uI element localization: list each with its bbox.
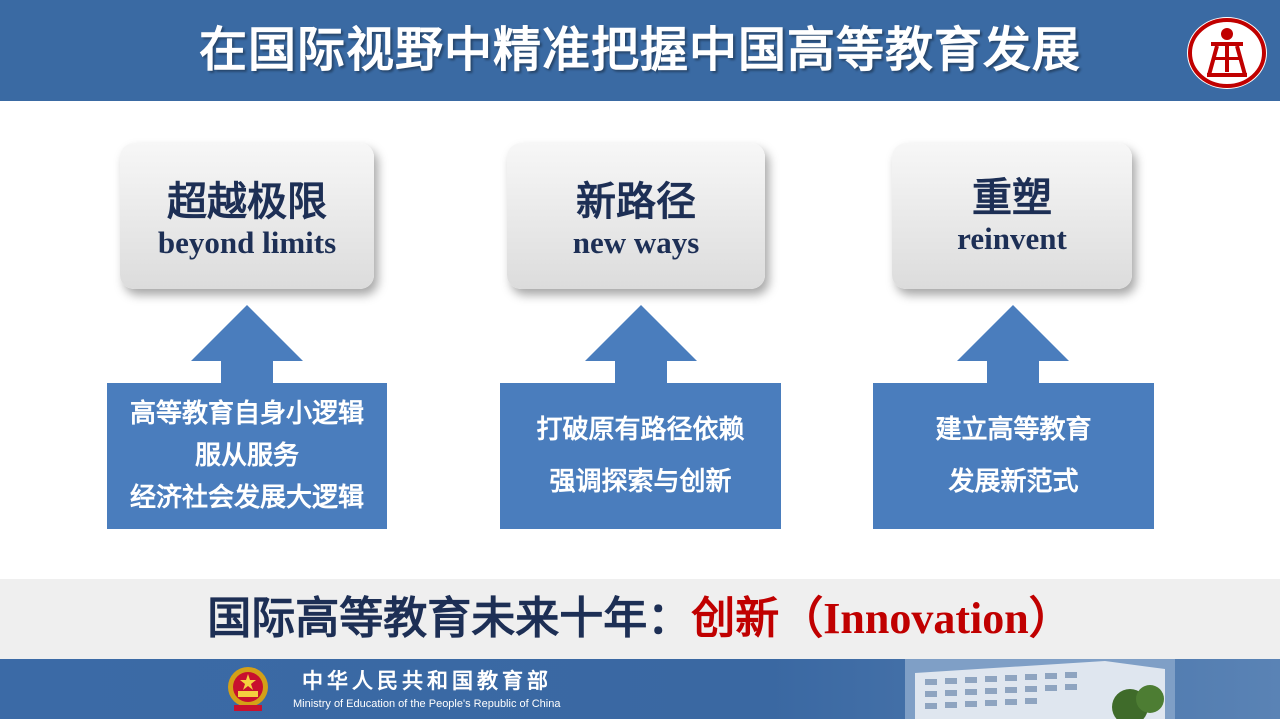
box-line: 建立高等教育 bbox=[935, 415, 1092, 445]
box-line: 强调探索与创新 bbox=[549, 467, 732, 497]
box-paradigm: 建立高等教育 发展新范式 bbox=[873, 383, 1154, 529]
card-title-en: beyond limits bbox=[157, 225, 337, 260]
building-photo bbox=[905, 659, 1175, 719]
conclusion-suffix: ） bbox=[1028, 593, 1073, 644]
card-title-en: reinvent bbox=[957, 221, 1067, 256]
box-logic: 高等教育自身小逻辑 服从服务 经济社会发展大逻辑 bbox=[107, 383, 387, 529]
conclusion-prefix: 国际高等教育未来十年： bbox=[207, 593, 692, 644]
up-arrow-icon bbox=[957, 305, 1069, 385]
up-arrow-icon bbox=[191, 305, 303, 385]
ministry-name-en: Ministry of Education of the People's Re… bbox=[293, 698, 561, 710]
up-arrow-icon bbox=[585, 305, 697, 385]
card-title-zh: 超越极限 bbox=[167, 179, 327, 225]
box-line: 打破原有路径依赖 bbox=[536, 415, 745, 445]
box-line: 服从服务 bbox=[194, 441, 299, 471]
ministry-name-zh: 中华人民共和国教育部 bbox=[302, 668, 552, 693]
page-title: 在国际视野中精准把握中国高等教育发展 bbox=[198, 22, 1081, 78]
card-title-en: new ways bbox=[572, 225, 700, 260]
conclusion-accent: 创新（ bbox=[691, 593, 824, 644]
card-title-zh: 新路径 bbox=[576, 179, 696, 225]
card-reinvent: 重塑 reinvent bbox=[892, 143, 1132, 289]
conclusion-accent-en: Innovation bbox=[823, 594, 1029, 643]
box-line: 经济社会发展大逻辑 bbox=[129, 483, 364, 513]
conclusion-banner: 国际高等教育未来十年：创新（Innovation） bbox=[0, 579, 1280, 659]
national-emblem-icon bbox=[226, 665, 270, 713]
education-logo-icon bbox=[1187, 17, 1267, 89]
box-line: 发展新范式 bbox=[948, 467, 1079, 497]
box-line: 高等教育自身小逻辑 bbox=[129, 399, 364, 429]
box-path: 打破原有路径依赖 强调探索与创新 bbox=[500, 383, 781, 529]
header-bar: 在国际视野中精准把握中国高等教育发展 bbox=[0, 0, 1280, 101]
card-title-zh: 重塑 bbox=[972, 175, 1052, 221]
footer-bar: 中华人民共和国教育部 Ministry of Education of the … bbox=[0, 659, 1280, 719]
card-new-ways: 新路径 new ways bbox=[507, 143, 765, 289]
card-beyond-limits: 超越极限 beyond limits bbox=[120, 143, 374, 289]
